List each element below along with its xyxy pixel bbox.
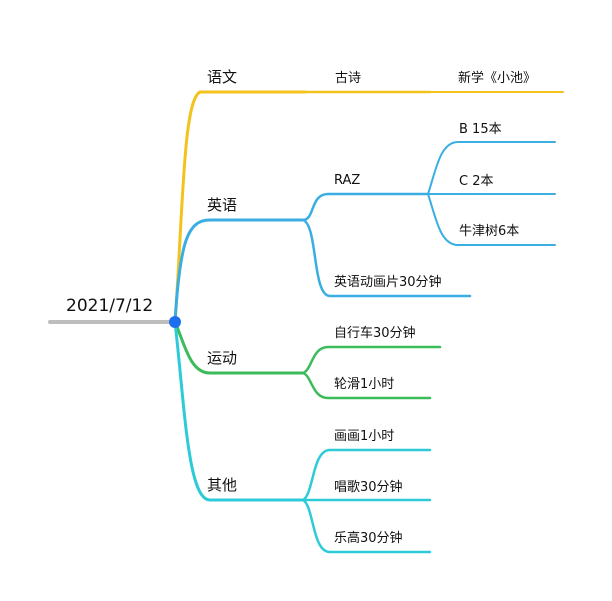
branch-label-other[interactable]: 其他 bbox=[207, 476, 237, 494]
edge-raz-oxford bbox=[427, 193, 556, 246]
edge-raz-b bbox=[427, 141, 556, 195]
branch-edge-other bbox=[173, 320, 305, 502]
edge-english-cartoon bbox=[301, 218, 472, 298]
node-label-new-poem[interactable]: 新学《小池》 bbox=[458, 70, 536, 86]
branch-edge-english bbox=[173, 218, 305, 324]
edge-sport-skate bbox=[301, 371, 432, 400]
root-node-label[interactable]: 2021/7/12 bbox=[66, 296, 153, 316]
edge-other-lego bbox=[301, 498, 432, 554]
branch-edge-sport bbox=[173, 320, 305, 375]
root-node-dot[interactable] bbox=[169, 316, 181, 328]
node-label-lego[interactable]: 乐高30分钟 bbox=[334, 530, 403, 546]
node-label-bike[interactable]: 自行车30分钟 bbox=[334, 325, 416, 341]
edge-sport-bike bbox=[301, 345, 442, 375]
node-label-raz-c[interactable]: C 2本 bbox=[459, 174, 493, 189]
node-label-english-cartoon[interactable]: 英语动画片30分钟 bbox=[334, 274, 442, 290]
node-label-skate[interactable]: 轮滑1小时 bbox=[334, 377, 394, 392]
node-label-raz[interactable]: RAZ bbox=[334, 173, 360, 188]
branch-edge-chinese bbox=[173, 90, 307, 324]
node-label-ancient-poem[interactable]: 古诗 bbox=[335, 71, 361, 86]
branch-label-chinese[interactable]: 语文 bbox=[207, 68, 237, 86]
node-label-raz-oxford[interactable]: 牛津树6本 bbox=[459, 224, 519, 239]
node-label-raz-b[interactable]: B 15本 bbox=[459, 122, 502, 137]
edge-english-raz bbox=[301, 192, 430, 222]
node-label-sing[interactable]: 唱歌30分钟 bbox=[334, 479, 403, 495]
edge-other-draw bbox=[301, 448, 432, 502]
branch-label-sport[interactable]: 运动 bbox=[207, 349, 237, 367]
branch-label-english[interactable]: 英语 bbox=[207, 196, 237, 214]
node-label-draw[interactable]: 画画1小时 bbox=[334, 429, 394, 444]
